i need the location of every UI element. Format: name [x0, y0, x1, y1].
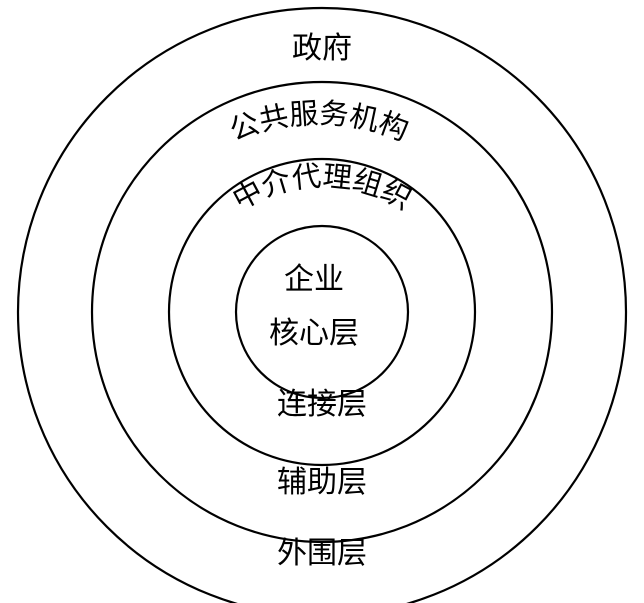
public-service-arc-label: 公共服务机构 [225, 96, 413, 147]
auxiliary-layer-label: 辅助层 [277, 465, 367, 500]
periphery-layer-label: 外围层 [277, 536, 367, 571]
intermediary-label: 中介代理组织 [227, 159, 418, 217]
core-ring [234, 224, 410, 400]
auxiliary-ring [90, 80, 554, 544]
government-label: 政府 [292, 31, 352, 66]
public-service-label: 公共服务机构 [225, 96, 413, 147]
connection-ring [167, 157, 477, 467]
enterprise-label: 企业 [284, 262, 344, 297]
intermediary-arc-label: 中介代理组织 [227, 159, 418, 217]
core-layer-label: 核心层 [269, 316, 359, 351]
connection-layer-label: 连接层 [277, 387, 367, 422]
outer-ring [16, 6, 628, 603]
